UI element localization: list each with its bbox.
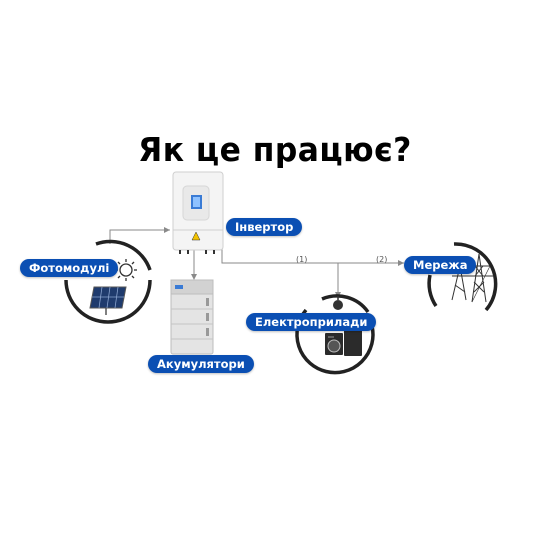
battery-stack-icon bbox=[170, 279, 214, 355]
arrow-pv-to-inverter bbox=[164, 227, 170, 233]
branch-label-2: (2) bbox=[376, 255, 388, 264]
pv-modules-icon bbox=[64, 239, 152, 324]
grid-icon bbox=[427, 242, 498, 312]
wire-pv-to-inverter bbox=[109, 229, 170, 244]
branch-label-1: (1) bbox=[296, 255, 308, 264]
wire-inverter-to-grid bbox=[221, 248, 404, 264]
arrow-inverter-to-battery bbox=[191, 274, 197, 280]
wiring bbox=[109, 227, 404, 298]
appliances-icon bbox=[295, 294, 375, 375]
appliances-label: Електроприлади bbox=[246, 313, 377, 331]
inverter-icon bbox=[172, 171, 224, 254]
pv-modules-label: Фотомодулі bbox=[20, 259, 119, 277]
solar-panel-icon bbox=[89, 286, 127, 315]
arrow-to-grid bbox=[398, 260, 404, 266]
diagram-title: Як це працює? bbox=[138, 130, 412, 169]
washing-machine-icon bbox=[325, 333, 343, 355]
light-bulb-icon bbox=[333, 296, 343, 310]
batteries-label: Акумулятори bbox=[148, 355, 254, 373]
inverter-label: Інвертор bbox=[226, 218, 303, 236]
grid-label: Мережа bbox=[404, 256, 477, 274]
sun-icon bbox=[115, 259, 137, 281]
